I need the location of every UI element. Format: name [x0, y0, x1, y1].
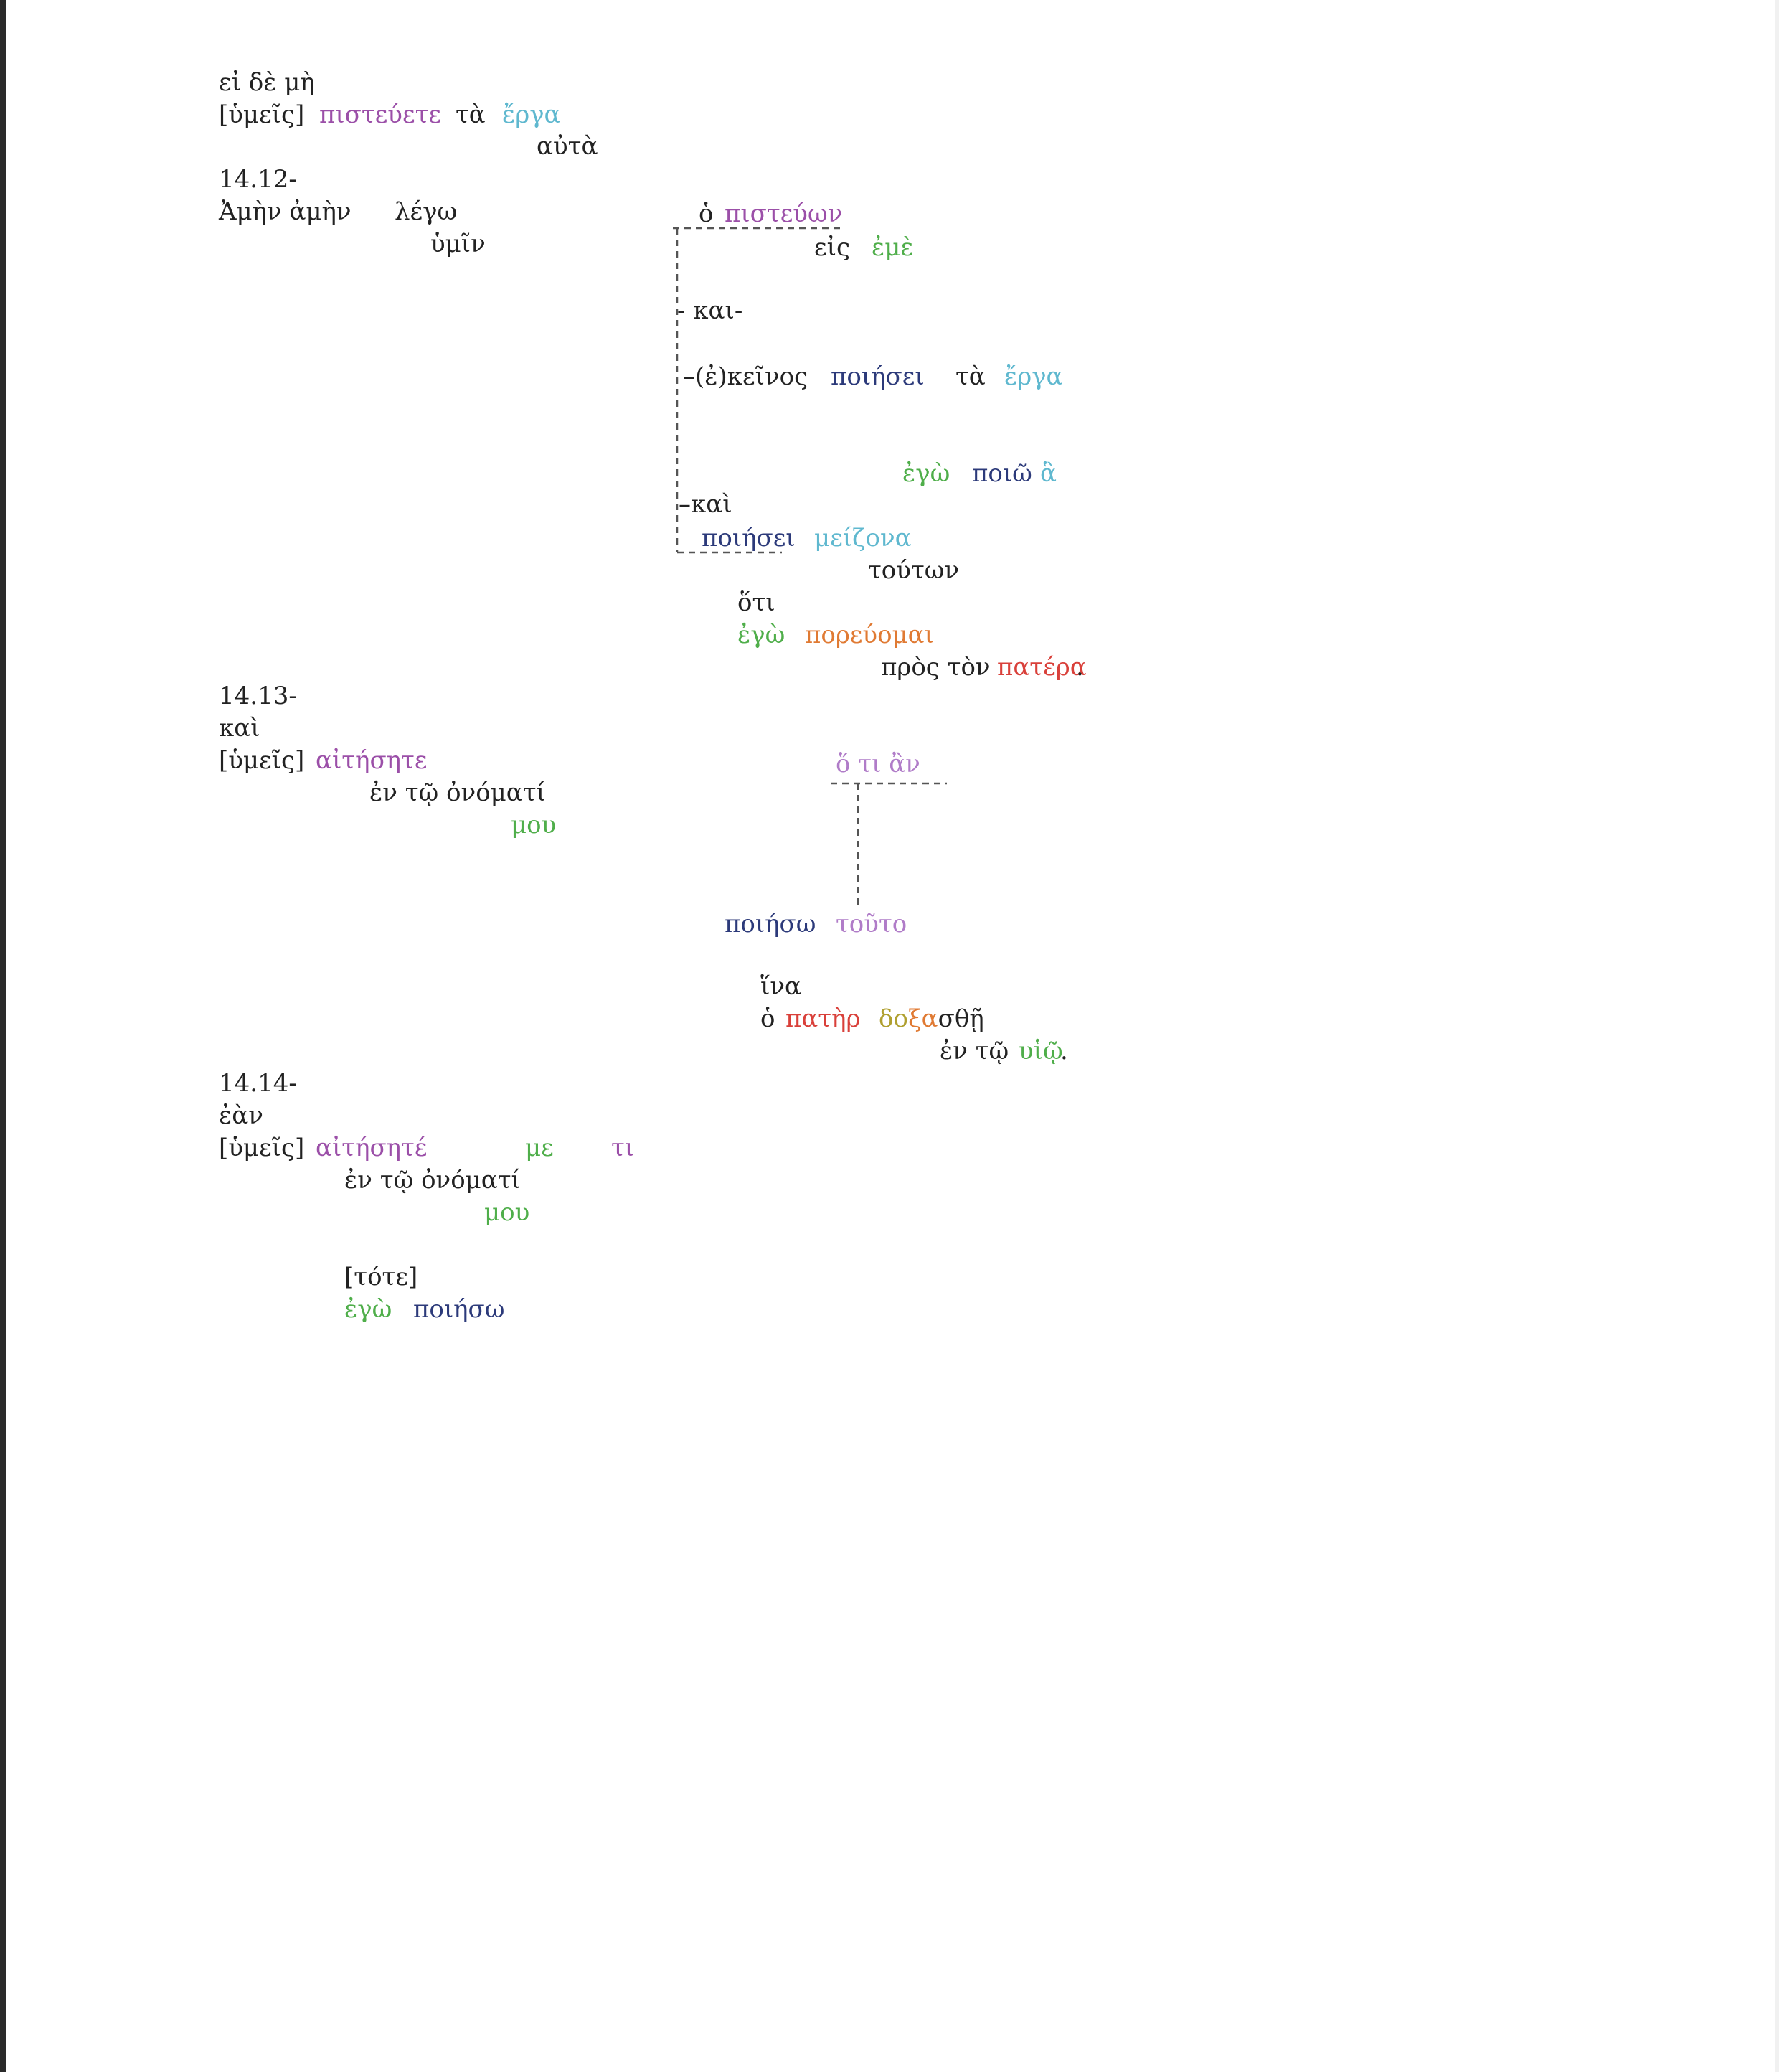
word-touto: τοῦτο: [836, 910, 907, 938]
word-ego-2: ἐγὼ: [737, 621, 785, 649]
verse-ref-14-14: 14.14-: [219, 1069, 297, 1098]
word-tote: [τότε]: [344, 1263, 418, 1291]
word-patera: πατέρα: [997, 653, 1087, 682]
word-pater: πατὴρ: [785, 1004, 861, 1033]
verse-ref-14-12: 14.12-: [219, 165, 297, 194]
word-eme: ἐμὲ: [872, 233, 914, 262]
word-auta: αὐτὰ: [537, 132, 598, 161]
word-me: με: [525, 1134, 554, 1162]
word-ta-1: τὰ: [456, 100, 486, 129]
word-hoti: ὅτι: [737, 588, 775, 617]
word-doxasthe-part-1: δο: [879, 1004, 908, 1033]
word-mou-1: μου: [511, 811, 557, 839]
word-ho-1: ὁ: [699, 199, 714, 228]
word-doxasthe: δοξασθῇ: [879, 1004, 984, 1033]
word-ean: ἐὰν: [219, 1101, 263, 1130]
word-ha: ἃ: [1040, 459, 1057, 488]
word-en-to-onomati-2: ἐν τῷ ὀνόματί: [344, 1166, 521, 1195]
word-ho-2: ὁ: [760, 1004, 775, 1033]
word-poieso-2: ποιήσω: [413, 1295, 505, 1324]
word-kai-2: –καὶ: [679, 490, 732, 519]
word-ta-2: τὰ: [955, 362, 986, 391]
word-pisteuon: πιστεύων: [725, 199, 843, 228]
word-ti: τι: [611, 1134, 635, 1162]
word-aitesete-2: αἰτήσητέ: [316, 1134, 428, 1162]
word-lego: λέγω: [395, 197, 458, 226]
punct-period-1: .: [1076, 653, 1084, 682]
word-hymin: ὑμῖν: [430, 230, 486, 258]
word-poiesei-1: ποιήσει: [831, 362, 925, 391]
word-ho-ti-an: ὅ τι ἂν: [836, 750, 920, 778]
word-hina: ἵνα: [760, 972, 801, 1001]
word-huio: υἱῷ: [1019, 1037, 1063, 1065]
word-hymeis-2: [ὑμεῖς]: [219, 746, 305, 775]
word-pros-ton: πρὸς τὸν: [881, 653, 991, 682]
word-mou-2: μου: [484, 1198, 530, 1227]
word-ego-1: ἐγὼ: [902, 459, 950, 488]
word-ego-3: ἐγὼ: [344, 1295, 392, 1324]
word-kai-1: - και-: [677, 296, 743, 325]
word-kai-3: καὶ: [219, 714, 260, 743]
word-meizona: μείζονα: [814, 524, 912, 552]
word-poieso-1: ποιήσω: [725, 910, 816, 938]
punct-period-2: .: [1060, 1037, 1068, 1065]
word-hymeis-1: [ὑμεῖς]: [219, 100, 305, 129]
word-poreuomai: πορεύομαι: [805, 621, 934, 649]
word-erga-2: ἔργα: [1004, 362, 1063, 391]
word-doxasthe-part-3: σθῇ: [938, 1004, 984, 1033]
word-poio: ποιῶ: [972, 459, 1032, 488]
word-en-to-onomati-1: ἐν τῷ ὀνόματί: [369, 778, 546, 807]
word-hymeis-3: [ὑμεῖς]: [219, 1134, 305, 1162]
word-erga-1: ἔργα: [502, 100, 561, 129]
scan-edge-left: [0, 0, 6, 2072]
word-ei-de-me: εἰ δὲ μὴ: [219, 68, 315, 97]
scan-edge-right: [1775, 0, 1779, 2072]
word-aitesete-1: αἰτήσητε: [316, 746, 428, 775]
word-eis: εἰς: [814, 233, 850, 262]
verse-ref-14-13: 14.13-: [219, 682, 297, 710]
word-en-to-2: ἐν τῷ: [940, 1037, 1009, 1065]
word-ekeinos: –(ἐ)κεῖνος: [683, 362, 808, 391]
word-pisteuete: πιστεύετε: [319, 100, 442, 129]
word-doxasthe-part-2: ξα: [907, 1004, 938, 1033]
word-amen-amen: Ἀμὴν ἀμὴν: [219, 197, 351, 226]
word-poiesei-2: ποιήσει: [702, 524, 796, 552]
word-touton: τούτων: [868, 556, 960, 585]
